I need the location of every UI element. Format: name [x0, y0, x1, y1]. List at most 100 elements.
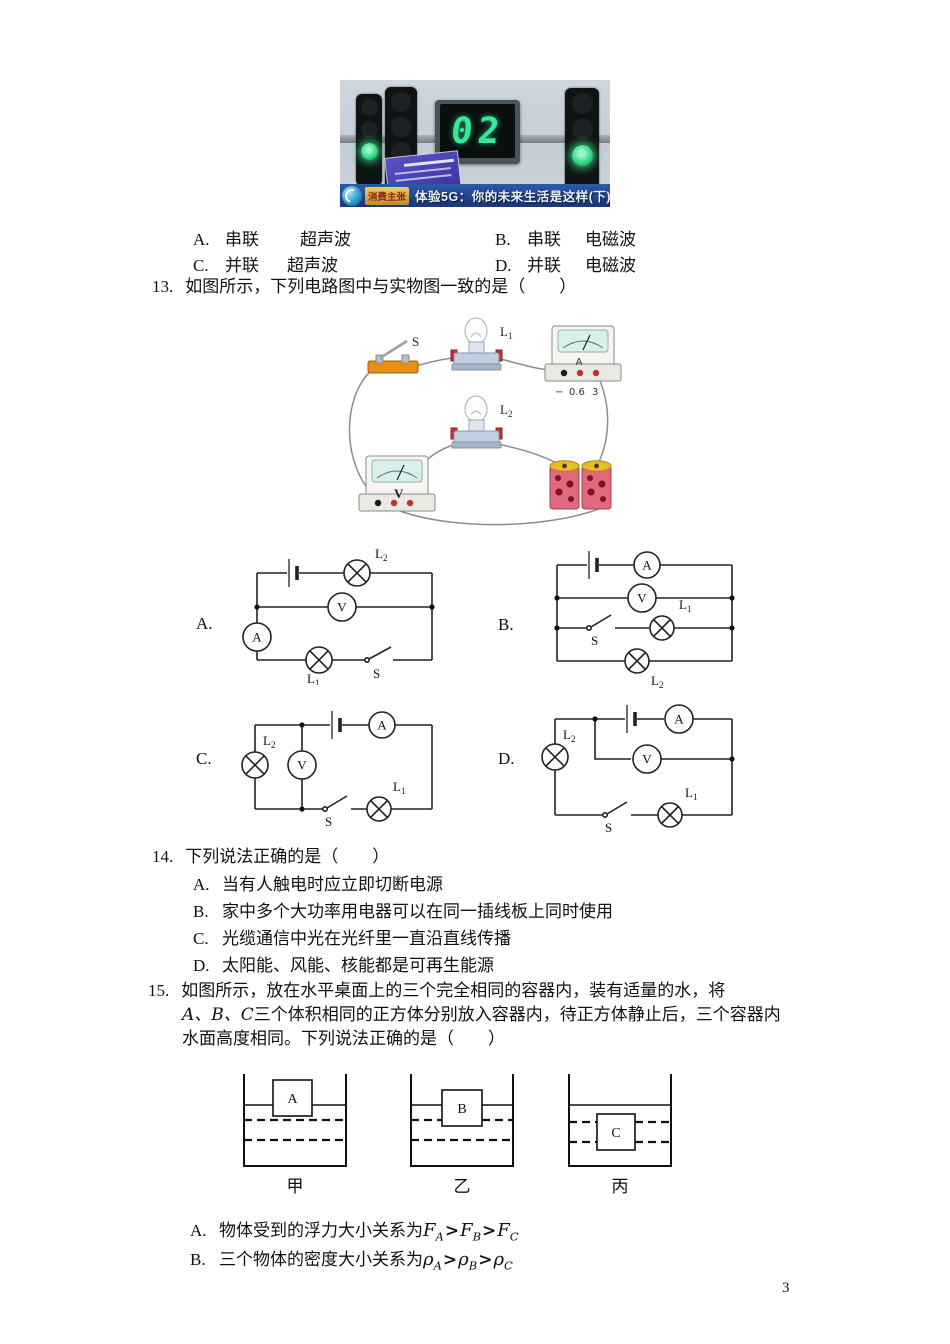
option-label: A.: [190, 1221, 207, 1240]
option-text: 光缆通信中光在光纤里一直沿直线传播: [222, 929, 511, 948]
voltmeter-dial-letter: V: [394, 486, 404, 501]
lamp-l1-label: L1: [307, 671, 319, 685]
q14-text: 下列说法正确的是（ ）: [185, 847, 390, 866]
lamp-l1-label: L1: [685, 785, 697, 802]
switch-label: S: [591, 633, 598, 648]
lamp-l1-label: L1: [679, 597, 691, 614]
ammeter-symbol: A: [252, 630, 262, 645]
container-bing-figure: C: [568, 1074, 672, 1167]
q13-stem: 13. 如图所示，下列电路图中与实物图一致的是（ ）: [152, 276, 576, 298]
option-text: 当有人触电时应立即切断电源: [222, 875, 443, 894]
ammeter-terminal-3: 3: [592, 387, 598, 398]
ammeter-dial-letter: A: [576, 357, 583, 368]
q12-option-d-label: D.: [495, 256, 512, 275]
q15-text-line1: 如图所示，放在水平桌面上的三个完全相同的容器内，装有适量的水，将: [181, 981, 726, 1000]
caption-bar: 消费主张 体验5G：你的未来生活是这样(下): [340, 184, 610, 207]
circuit-diagram-c: L2 A V L1 S: [241, 711, 433, 829]
ammeter-symbol: A: [377, 718, 387, 733]
q13-number: 13.: [152, 277, 174, 296]
red-lens: [360, 99, 378, 116]
q15-stem-line1: 15.如图所示，放在水平桌面上的三个完全相同的容器内，装有适量的水，将: [148, 980, 725, 1002]
ammeter-terminal-neg: −: [555, 387, 563, 398]
q15-text-line2: 三个体积相同的正方体分别放入容器内，待正方体静止后，三个容器内: [253, 1005, 781, 1024]
q12-option-b-text2: 电磁波: [585, 230, 636, 249]
voltmeter-symbol: V: [637, 591, 647, 606]
q12-option-b-label: B.: [495, 230, 511, 249]
q12-option-c-text1: 并联: [225, 256, 259, 275]
q13-text: 如图所示，下列电路图中与实物图一致的是（ ）: [185, 277, 577, 296]
cube-b: [441, 1089, 483, 1127]
container-yi-caption: 乙: [453, 1177, 471, 1196]
density-symbol: ρ: [458, 1249, 469, 1270]
q15-option-b: B.三个物体的密度大小关系为ρA>ρB>ρC: [190, 1249, 513, 1273]
red-lens: [391, 92, 411, 112]
container-jia-figure: A: [243, 1074, 347, 1167]
ammeter-terminal-06: 0.6: [569, 387, 585, 398]
lamp-l2-label: L2: [263, 733, 275, 750]
option-label: D.: [193, 956, 210, 975]
q14-option-a: A. 当有人触电时应立即切断电源: [193, 874, 443, 896]
q12-option-c-label: C.: [193, 256, 209, 275]
density-symbol: ρ: [493, 1249, 505, 1270]
q13-option-b-label: B.: [498, 615, 514, 634]
lamp-l1-label: L1: [393, 779, 405, 796]
lamp-l2-label: L2: [500, 402, 512, 419]
q12-option-b-text1: 串联: [527, 230, 561, 249]
cube-c-letter: C: [611, 1126, 620, 1141]
green-lens-lit: [571, 145, 593, 166]
q14-number: 14.: [152, 847, 174, 866]
traffic-light-left-rear: [356, 94, 382, 186]
traffic-light-photo: 02 消费主张 体验5G：你的未来生活是这样(下): [340, 80, 610, 207]
force-symbol: F: [497, 1220, 510, 1241]
yellow-lens: [391, 117, 411, 137]
option-label: B.: [193, 902, 209, 921]
q12-option-a-text2: 超声波: [300, 230, 351, 249]
lamp-l2: [450, 395, 503, 449]
option-label: B.: [190, 1250, 206, 1269]
voltmeter-symbol: V: [642, 752, 652, 767]
q15-option-a: A.物体受到的浮力大小关系为FA>FB>FC: [190, 1220, 519, 1244]
countdown-digits: 02: [448, 110, 507, 152]
q12-option-d-text2: 电磁波: [585, 256, 636, 275]
channel-badge: 消费主张: [365, 186, 410, 205]
yellow-lens: [571, 119, 593, 140]
voltmeter-symbol: V: [297, 758, 307, 773]
lamp-l1: [450, 317, 503, 371]
option-label: A.: [193, 875, 210, 894]
q14-option-b: B. 家中多个大功率用电器可以在同一插线板上同时使用: [193, 901, 613, 923]
q15-abc-italic: A、B、C: [182, 1005, 254, 1025]
circuit-diagram-b: A V L1 S L2: [554, 551, 735, 690]
q15-stem-line2: A、B、C三个体积相同的正方体分别放入容器内，待正方体静止后，三个容器内: [182, 1004, 781, 1026]
q12-option-a-text1: 串联: [225, 230, 259, 249]
cube-c: [596, 1113, 636, 1151]
lamp-l1-label: L1: [500, 324, 512, 341]
cube-a: [272, 1079, 313, 1117]
caption-text: 体验5G：你的未来生活是这样(下): [415, 190, 610, 204]
page-number: 3: [782, 1280, 790, 1296]
channel-logo-icon: [342, 185, 362, 206]
cube-b-letter: B: [457, 1102, 466, 1117]
switch-label: S: [605, 820, 612, 835]
circuit-diagram-a: L2 V A L1 S: [242, 546, 435, 685]
container-bing-caption: 丙: [611, 1177, 629, 1196]
option-text: 家中多个大功率用电器可以在同一插线板上同时使用: [222, 902, 613, 921]
q12-option-a-label: A.: [193, 230, 210, 249]
countdown-screen: 02: [440, 104, 515, 158]
cube-a-letter: A: [287, 1092, 298, 1107]
option-text: 物体受到的浮力大小关系为: [219, 1221, 423, 1240]
circuit-photo-figure: S L1 L2 A − 0.6 3 V: [348, 317, 622, 526]
red-lens: [571, 93, 593, 114]
countdown-display: 02: [435, 100, 520, 164]
container-yi-figure: B: [410, 1074, 514, 1167]
voltmeter: V: [358, 455, 436, 512]
switch-label: S: [373, 666, 380, 681]
q13-option-c-label: C.: [196, 749, 212, 768]
q14-option-d: D.太阳能、风能、核能都是可再生能源: [193, 955, 494, 977]
lamp-l2-label: L2: [375, 546, 387, 563]
lamp-l2-label: L2: [563, 727, 575, 744]
force-symbol: F: [460, 1220, 473, 1241]
option-label: C.: [193, 929, 209, 948]
green-lens-lit: [360, 143, 378, 160]
knife-switch: S: [367, 334, 419, 374]
